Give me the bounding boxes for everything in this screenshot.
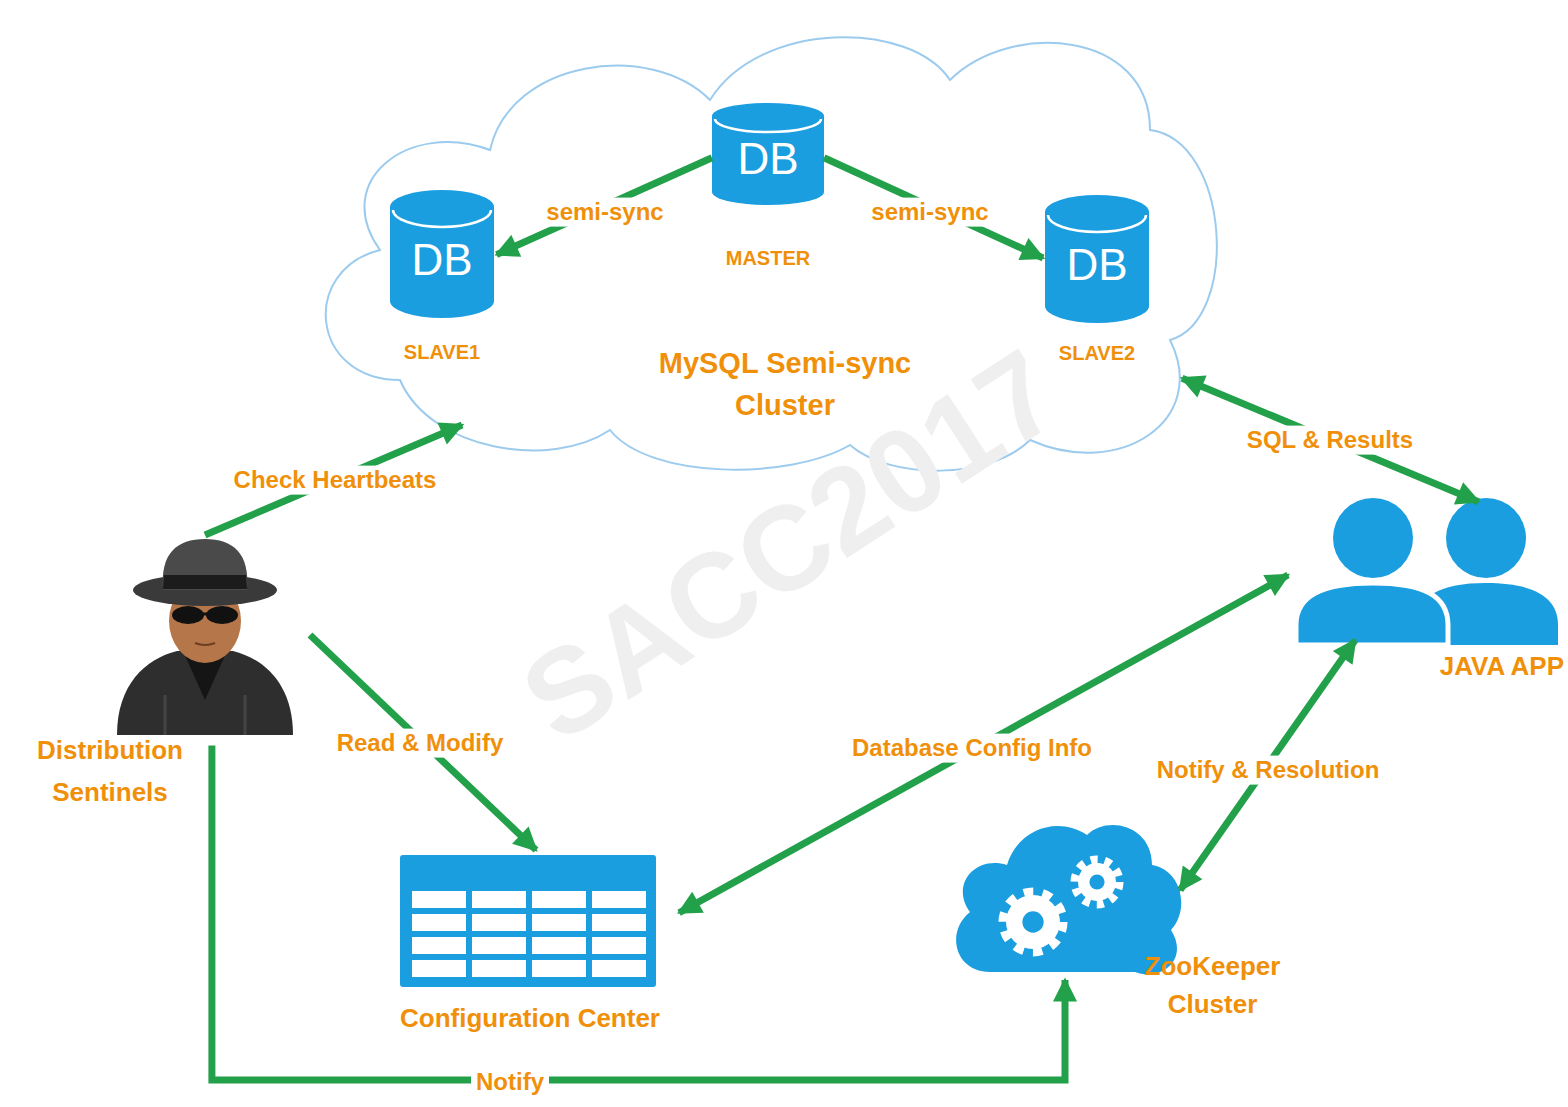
table-cell [592,960,646,977]
gear-body [1078,863,1116,901]
edge-label: Database Config Info [847,734,1097,763]
cyl-node: DB SLAVE1 [380,188,504,368]
cloud-node: MySQL Semi-sync ClusterDBMASTERDBSLAVE1D… [290,20,1230,470]
edge-label: Notify [471,1068,549,1097]
edge-label: semi-sync [541,198,668,227]
node-label: Distribution Sentinels [10,730,210,813]
table-cell [472,937,526,954]
database-label: DB [390,234,494,286]
config-table-icon [400,855,656,987]
cylinder-body [390,190,494,318]
table-node: Configuration Center [370,850,706,1040]
hat-crown [163,539,248,590]
cyl-node: DB SLAVE2 [1035,192,1159,368]
hat-band [163,575,247,589]
table-cell [592,891,646,908]
node-label: ZooKeeper Cluster [1125,948,1300,1023]
table-cell [592,914,646,931]
glasses-bridge [202,613,208,616]
table-cell [532,960,586,977]
table-cell [472,960,526,977]
gear-hole [1089,874,1104,889]
zk-node: ZooKeeper Cluster [940,805,1305,1015]
database-role: MASTER [700,246,836,270]
user-body [1296,583,1448,645]
cylinder-lid [393,210,491,227]
table-cell [532,914,586,931]
gear-teeth [1003,892,1063,952]
table-frame [400,855,656,987]
edge-label: Notify & Resolution [1152,756,1385,785]
table-cell [472,891,526,908]
table-cell [412,891,466,908]
connector-arrow [1182,378,1478,502]
table-cell [412,937,466,954]
mouth [195,643,215,645]
coat-fold [165,695,245,735]
database-role: SLAVE1 [380,340,504,364]
database-role: SLAVE2 [1035,341,1159,365]
cylinder-body [1045,195,1149,323]
gear-body [1006,895,1060,949]
node-label: JAVA APP [1440,650,1564,682]
coat [117,651,293,735]
edge-label: Check Heartbeats [229,466,442,495]
table-cell [592,937,646,954]
connector-arrow [310,635,536,850]
edge-label: Read & Modify [332,729,509,758]
database-label: DB [1045,239,1149,291]
connector-arrow [205,425,462,535]
people-node: JAVA APP [1288,490,1564,685]
cylinder-lid [1048,215,1146,232]
database-label: DB [712,133,824,185]
app-users-icon [1288,490,1564,648]
sunglass [172,606,204,624]
cloud-outline [326,37,1217,470]
node-label: Configuration Center [360,1002,700,1034]
cyl-node: DB MASTER [700,100,836,275]
gear-hole [1022,911,1043,932]
edge-label: SQL & Results [1242,426,1418,455]
cluster-title: MySQL Semi-sync Cluster [635,342,935,426]
table-cell [412,960,466,977]
spy-node: Distribution Sentinels [10,530,310,810]
table-cell [472,914,526,931]
table-cell [412,914,466,931]
cylinder-lid [715,119,821,132]
gear-teeth [1075,860,1119,904]
cylinder-body [712,103,824,205]
sentinel-figure [105,535,305,735]
table-cell [532,891,586,908]
connector-arrow [212,746,1065,1080]
edge-label: semi-sync [866,198,993,227]
table-cell [532,937,586,954]
user-head [1446,498,1526,578]
sunglass [206,606,238,624]
user-head [1333,498,1413,578]
